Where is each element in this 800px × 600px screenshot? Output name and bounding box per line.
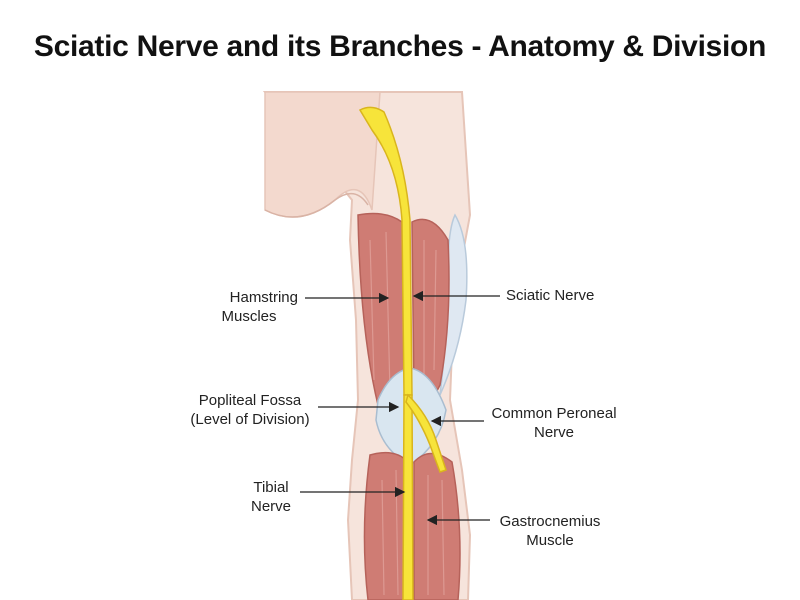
label-line: Popliteal Fossa — [198, 392, 302, 409]
label-line: Sciatic Nerve — [506, 287, 595, 304]
label-gastrocnemius-muscle: Gastrocnemius Muscle — [494, 512, 606, 550]
label-line: Gastrocnemius — [499, 513, 601, 530]
label-popliteal-fossa: Popliteal Fossa (Level of Division) — [180, 391, 320, 429]
label-line: Tibial — [253, 479, 289, 496]
label-common-peroneal-nerve: Common Peroneal Nerve — [482, 404, 626, 442]
label-hamstring-muscles: Hamstring Muscles — [200, 288, 298, 326]
diagram-title: Sciatic Nerve and its Branches - Anatomy… — [33, 30, 767, 63]
label-sciatic-nerve: Sciatic Nerve — [506, 286, 594, 305]
label-line: (Level of Division) — [190, 411, 310, 428]
label-tibial-nerve: Tibial Nerve — [236, 478, 306, 516]
sciatic-nerve — [358, 106, 413, 396]
label-line: Nerve — [533, 424, 574, 441]
tibial-nerve — [402, 394, 414, 600]
label-line: Hamstring — [229, 289, 298, 306]
common-peroneal-nerve — [405, 393, 447, 473]
label-line: Muscles — [221, 308, 277, 325]
label-line: Nerve — [250, 498, 291, 515]
label-line: Muscle — [526, 532, 574, 549]
label-line: Common Peroneal — [491, 405, 617, 422]
